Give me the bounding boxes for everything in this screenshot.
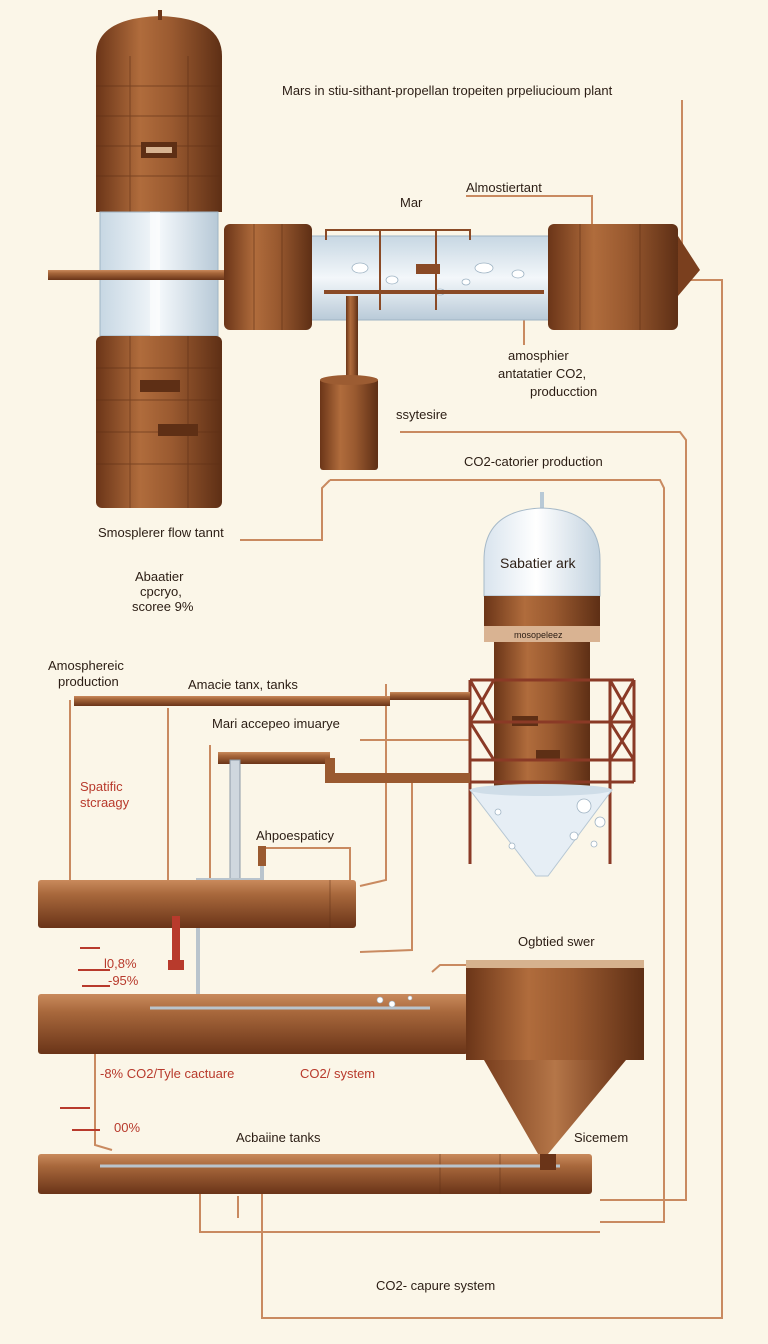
label-amosphereic-2: production [58,674,119,689]
storage-tank-upper [48,10,228,508]
label-systeire: ssytesire [396,407,447,422]
label-sicemem: Sicemem [574,1130,628,1145]
label-amosphereic-1: Amosphereic [48,658,124,673]
label-spatific-2: stcraagy [80,795,130,810]
label-amosphier-3: producction [530,384,597,399]
label-pct-95: -95% [108,973,139,988]
label-co2-capure: CO2- capure system [376,1278,495,1293]
diagram-title: Mars in stiu-sithant-propellan tropeiten… [282,83,613,98]
label-spatific-1: Spatific [80,779,123,794]
label-pct-co2type: -8% CO2/Tyle cactuare [100,1066,234,1081]
label-ahpoespaticy: Ahpoespaticy [256,828,335,843]
hopper-separator [466,960,644,1170]
label-abaatier-2: cpcryo, [140,584,182,599]
label-sabatier-band: mosopeleez [514,630,563,640]
label-co2-catorier: CO2-catorier production [464,454,603,469]
label-amosphier-2: antatatier CO2, [498,366,586,381]
label-amosphier-1: amosphier [508,348,569,363]
storage-pipes [38,880,592,1194]
label-ogbtied-sver: Ogbtied swer [518,934,595,949]
label-pct-08: l0,8% [104,956,137,971]
label-mari-accepeo: Mari accepeo imuarye [212,716,340,731]
label-pct-00: 00% [114,1120,140,1135]
label-acbaiine-tanks: Acbaiine tanks [236,1130,321,1145]
label-abaatier-1: Abaatier [135,569,184,584]
horizontal-reactor [224,224,700,330]
label-co2-system: CO2/ system [300,1066,375,1081]
label-mar: Mar [400,195,423,210]
label-sabatier-ark: Sabatier ark [500,555,576,571]
collector-pot [320,296,378,470]
label-amacie-tanks: Amacie tanx, tanks [188,677,298,692]
pipe-network [74,692,470,994]
sabatier-tank [468,492,636,877]
label-smosplerer: Smosplerer flow tannt [98,525,224,540]
label-abaatier-3: scoree 9% [132,599,194,614]
label-almostiertant: Almostiertant [466,180,542,195]
